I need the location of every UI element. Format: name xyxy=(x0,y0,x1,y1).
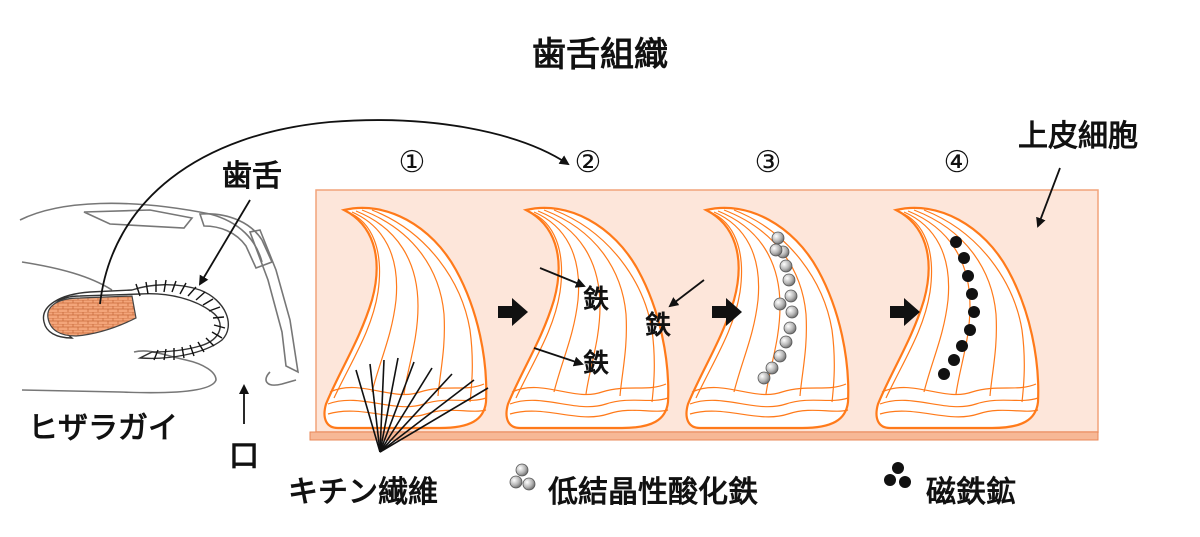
legend-magnetite-label: 磁鉄鉱 xyxy=(926,475,1016,510)
tooth-stage-2 xyxy=(505,206,670,430)
magnetite-particle xyxy=(958,252,970,264)
ferrihydrite-particle xyxy=(771,231,785,245)
tooth-base-band xyxy=(327,409,487,418)
tooth-growth-line xyxy=(695,211,743,399)
ferrihydrite-particle xyxy=(782,273,796,287)
stage-arrow-3 xyxy=(890,298,920,326)
stage-label-3: ③ xyxy=(755,145,782,180)
radula-label: 歯舌 xyxy=(222,159,282,194)
iron-label-2: 鉄 xyxy=(583,348,609,379)
magnetite-particle xyxy=(964,324,976,336)
tooth-growth-line xyxy=(351,211,398,393)
tooth-base-band xyxy=(689,397,849,408)
tooth-growth-line xyxy=(913,209,997,397)
ferrihydrite-particle xyxy=(783,321,797,335)
tooth-growth-line xyxy=(733,209,835,403)
teeth-group xyxy=(323,206,1040,430)
tooth-growth-line xyxy=(361,209,445,397)
ferrihydrite-particle xyxy=(765,361,779,375)
legend-ferrihydrite-label: 低結晶性酸化鉄 xyxy=(547,475,758,510)
legend-chitin-label: キチン繊維 xyxy=(288,475,438,510)
ferrihydrite-particle xyxy=(773,349,787,363)
ferrihydrite-particle xyxy=(769,243,783,257)
tooth-outline xyxy=(323,206,488,430)
iron-arrow-3 xyxy=(668,279,705,308)
magnetite-particle xyxy=(962,270,974,282)
tooth-growth-line xyxy=(923,209,1025,403)
tooth-base-band xyxy=(509,397,669,408)
tooth-base-band xyxy=(689,409,849,418)
radula-brick-region xyxy=(47,295,137,337)
iron-arrow-1 xyxy=(539,267,586,288)
tooth-base-band xyxy=(511,383,667,396)
chitin-fiber-pointer-lines xyxy=(355,357,489,453)
ferrihydrite-particle xyxy=(784,289,798,303)
tooth-stage-3 xyxy=(685,206,850,430)
ferrihydrite-particle xyxy=(779,335,793,349)
tooth-growth-line xyxy=(713,211,760,393)
tooth-growth-line xyxy=(885,211,933,399)
tooth-growth-line xyxy=(371,209,473,403)
radula-teeth xyxy=(135,279,226,361)
tooth-outline xyxy=(685,206,850,430)
epithelium-pointer-arrow xyxy=(1036,167,1061,228)
magnetite-particles xyxy=(938,236,980,380)
chiton-label: ヒザラガイ xyxy=(28,411,178,446)
ferrihydrite-particle xyxy=(757,371,771,385)
chiton-illustration xyxy=(19,202,300,394)
tooth-base-band xyxy=(509,409,669,418)
iron-label-3: 鉄 xyxy=(645,310,671,341)
tooth-growth-line xyxy=(903,211,950,393)
stage-label-1: ① xyxy=(399,145,426,180)
tooth-growth-line xyxy=(723,209,807,397)
tooth-base-band xyxy=(329,383,485,396)
stage-arrow-1 xyxy=(498,298,528,326)
tooth-growth-line xyxy=(553,209,655,403)
stage-label-2: ② xyxy=(575,145,602,180)
tooth-base-band xyxy=(691,383,847,396)
tooth-growth-line xyxy=(533,211,580,393)
tooth-growth-line xyxy=(543,209,627,397)
ferrihydrite-particle xyxy=(785,305,799,319)
stage-arrow-2 xyxy=(712,298,742,326)
iron-label-1: 鉄 xyxy=(583,284,609,315)
stage-label-4: ④ xyxy=(944,145,971,180)
magnetite-particle xyxy=(950,236,962,248)
tissue-base-bar xyxy=(309,431,1099,441)
mouth-label: 口 xyxy=(229,439,259,474)
legend-magnetite-icon xyxy=(884,462,911,488)
tooth-outline xyxy=(505,206,670,430)
ferrihydrite-particles xyxy=(757,231,799,385)
tooth-base-band xyxy=(879,397,1039,408)
tooth-growth-line xyxy=(355,210,419,395)
tooth-base-band xyxy=(879,409,1039,418)
magnetite-particle xyxy=(948,354,960,366)
ferrihydrite-particle xyxy=(773,297,787,311)
iron-arrow-2 xyxy=(533,347,584,367)
ferrihydrite-particle xyxy=(779,259,793,273)
tooth-stage-4 xyxy=(875,206,1040,430)
magnetite-particle xyxy=(938,368,950,380)
magnetite-particle xyxy=(966,288,978,300)
tooth-growth-line xyxy=(515,211,563,399)
tooth-growth-line xyxy=(537,210,601,395)
radula-pointer-arrow xyxy=(198,199,251,286)
epithelium-label: 上皮細胞 xyxy=(1018,119,1138,154)
magnetite-particle xyxy=(968,306,980,318)
diagram-title: 歯舌組織 xyxy=(532,35,668,75)
tooth-outline xyxy=(875,206,1040,430)
tooth-stage-1 xyxy=(323,206,488,430)
tooth-base-band xyxy=(881,383,1037,396)
tooth-growth-line xyxy=(907,210,971,395)
transfer-arrow xyxy=(99,119,570,305)
legend-ferrihydrite-icon xyxy=(509,463,536,491)
magnetite-particle xyxy=(956,340,968,352)
tooth-growth-line xyxy=(333,211,381,399)
